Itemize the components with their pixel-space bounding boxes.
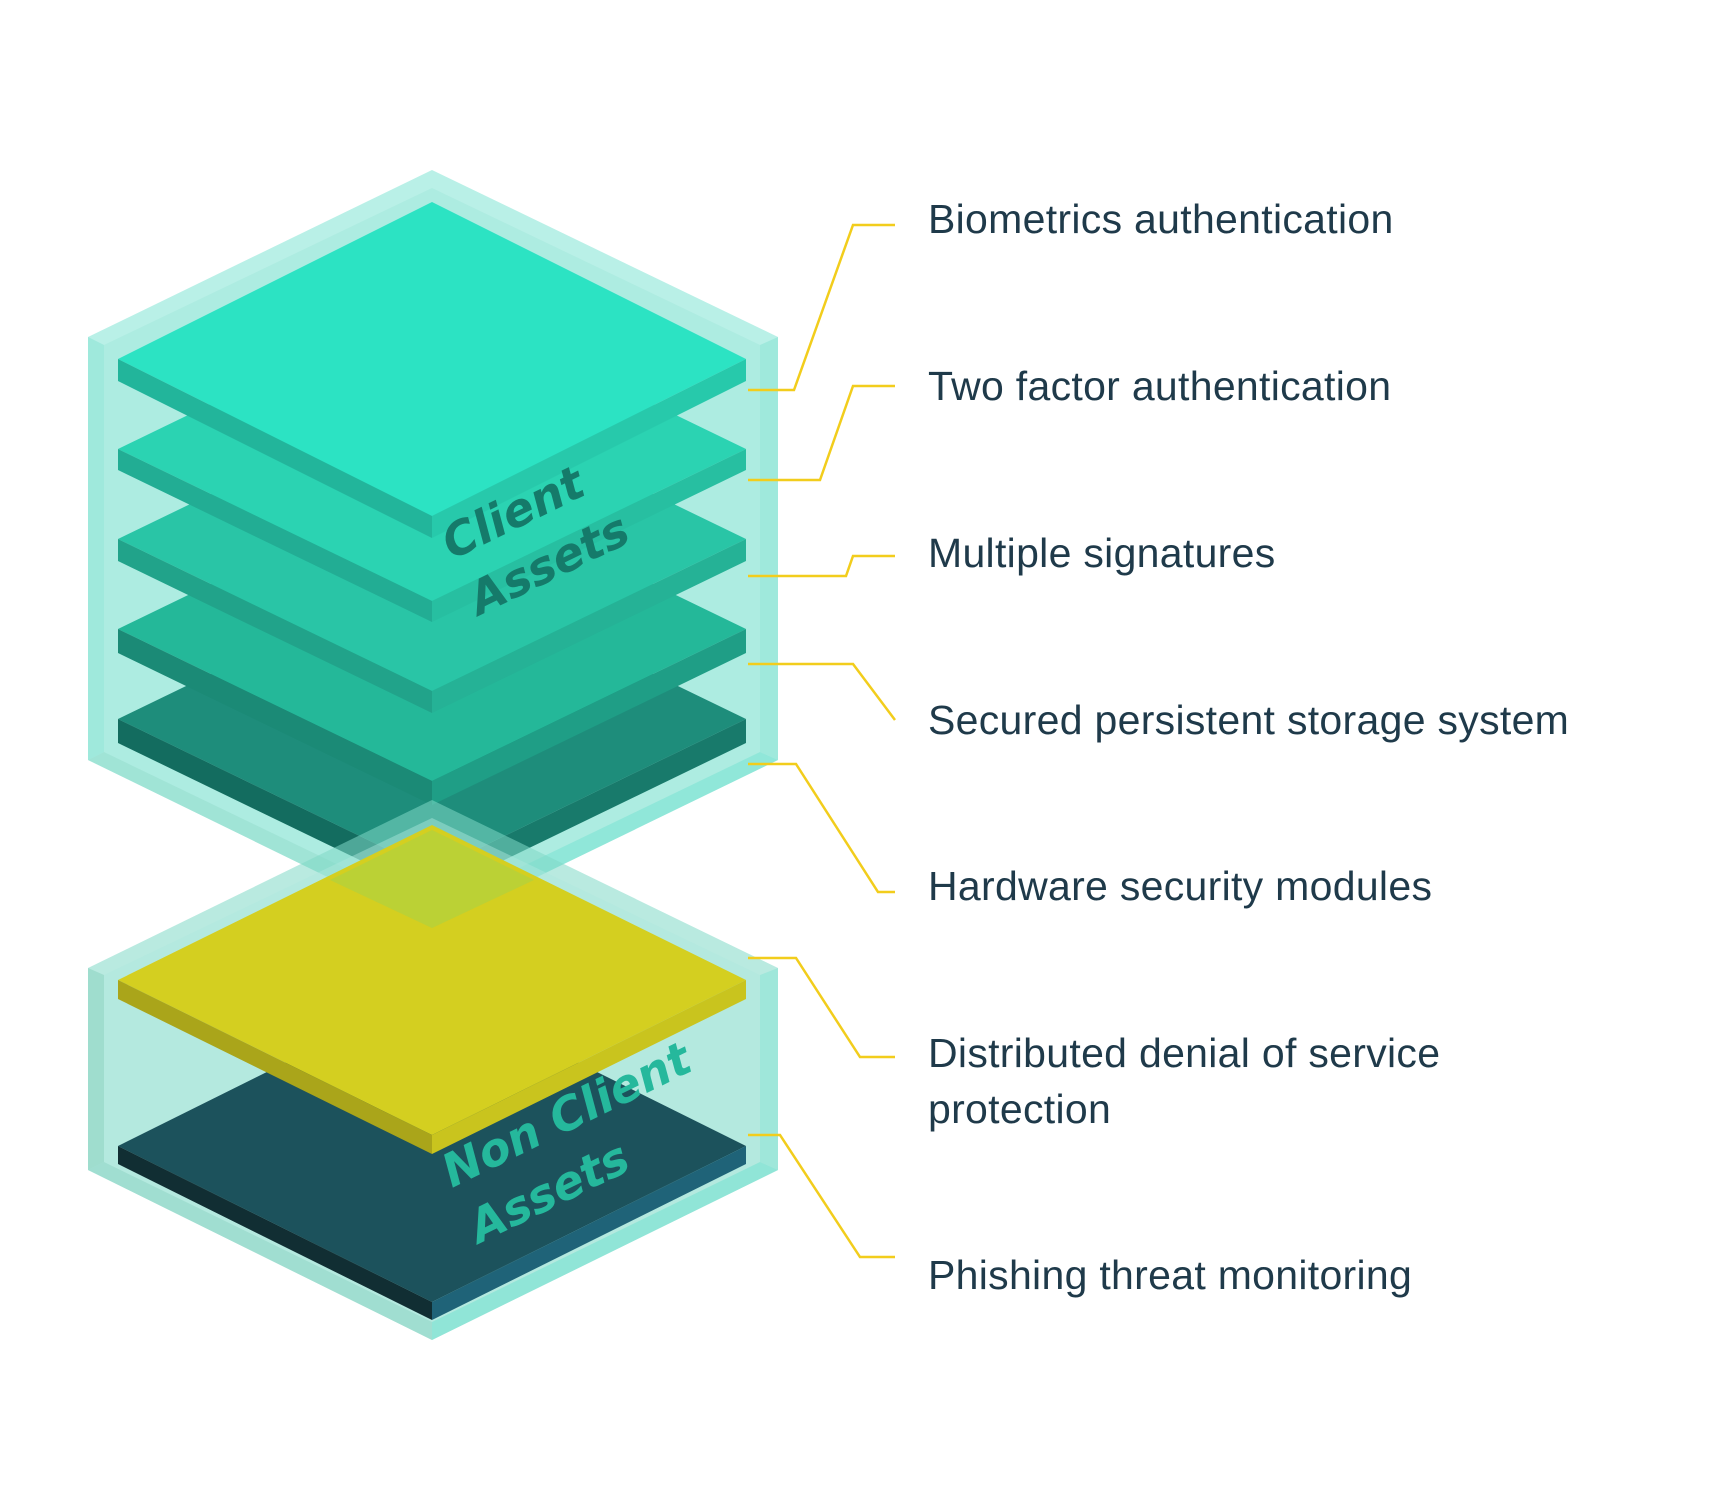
layer-label-3: Multiple signatures — [928, 530, 1276, 576]
layer-label-2-line-1: Two factor authentication — [928, 363, 1391, 409]
layer-label-6-line-2: protection — [928, 1086, 1111, 1132]
leader-line-2 — [748, 384, 895, 482]
leader-line-4 — [748, 662, 896, 721]
layer-label-6: Distributed denial of service protection — [928, 1030, 1440, 1132]
layer-label-2: Two factor authentication — [928, 363, 1391, 409]
client-container-right-rim — [760, 337, 778, 760]
layer-label-1-line-1: Biometrics authentication — [928, 196, 1394, 242]
layer-label-5: Hardware security modules — [928, 863, 1432, 909]
client-container-left-rim — [88, 337, 104, 760]
layer-label-1: Biometrics authentication — [928, 196, 1394, 242]
leader-line-6 — [748, 956, 895, 1059]
layer-label-3-line-1: Multiple signatures — [928, 530, 1276, 576]
container-overlap — [330, 830, 534, 928]
layer-ddos-protection — [118, 825, 746, 1154]
leader-lines — [748, 223, 896, 1259]
non-client-container-right-rim — [760, 968, 778, 1170]
layer-label-5-line-1: Hardware security modules — [928, 863, 1432, 909]
client-assets-container: Client Assets — [88, 170, 778, 928]
non-client-container-left-rim — [88, 968, 104, 1170]
leader-line-3 — [748, 554, 895, 578]
layer-biometrics — [118, 202, 746, 538]
layer-label-4-line-1: Secured persistent storage system — [928, 697, 1569, 743]
non-client-container-left-face — [88, 1162, 432, 1340]
layer-label-7-line-1: Phishing threat monitoring — [928, 1252, 1412, 1298]
leader-line-5 — [748, 762, 895, 894]
leader-line-1 — [748, 223, 895, 392]
leader-line-7 — [748, 1133, 895, 1259]
non-client-container-right-face — [432, 1162, 778, 1340]
layer-label-4: Secured persistent storage system — [928, 697, 1569, 743]
layer-label-6-line-1: Distributed denial of service — [928, 1030, 1440, 1076]
non-client-assets-container: Non Client Assets — [88, 800, 778, 1340]
layer-label-7: Phishing threat monitoring — [928, 1252, 1412, 1298]
